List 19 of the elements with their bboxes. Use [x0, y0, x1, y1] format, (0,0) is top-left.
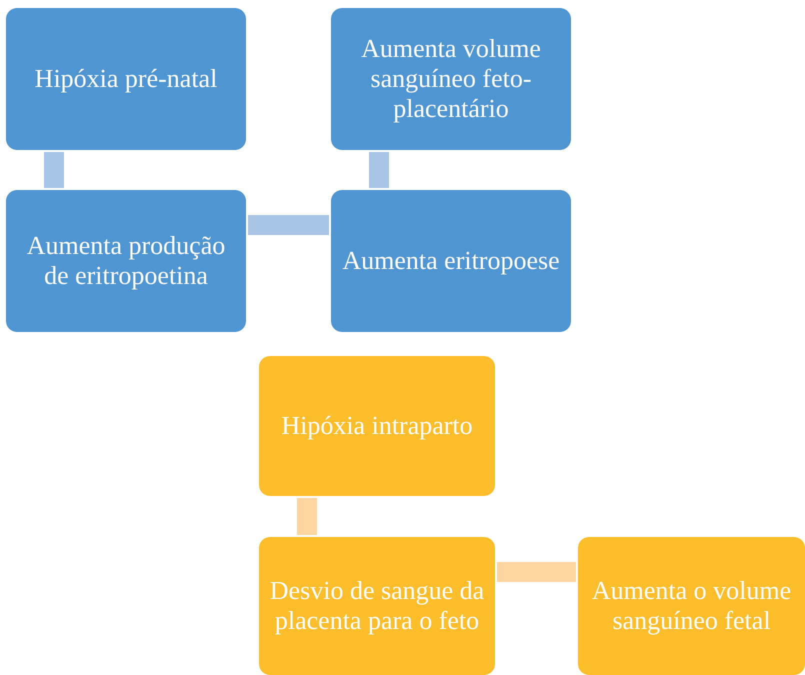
- connector-bar: [44, 152, 64, 188]
- connector-bar: [297, 498, 317, 535]
- box-label: Desvio de sangue da placenta para o feto: [268, 576, 486, 636]
- process-box: [331, 8, 571, 150]
- box-label: Hipóxia intraparto: [281, 411, 473, 441]
- process-box: [259, 537, 495, 675]
- process-box: [578, 537, 805, 675]
- process-box: [331, 190, 571, 332]
- process-box: [259, 356, 495, 496]
- box-label: Aumenta produção de eritropoetina: [26, 231, 226, 291]
- box-label: Hipóxia pré-natal: [34, 64, 218, 94]
- process-box: [6, 8, 246, 150]
- connector-bar: [369, 152, 389, 188]
- connector-bar: [248, 215, 329, 235]
- box-label: Aumenta volume sanguíneo feto-placentário: [360, 34, 542, 124]
- box-label: Aumenta o volume sanguíneo fetal: [590, 576, 792, 636]
- connector-bar: [497, 562, 576, 582]
- process-box: [6, 190, 246, 332]
- box-label: Aumenta eritropoese: [342, 246, 560, 276]
